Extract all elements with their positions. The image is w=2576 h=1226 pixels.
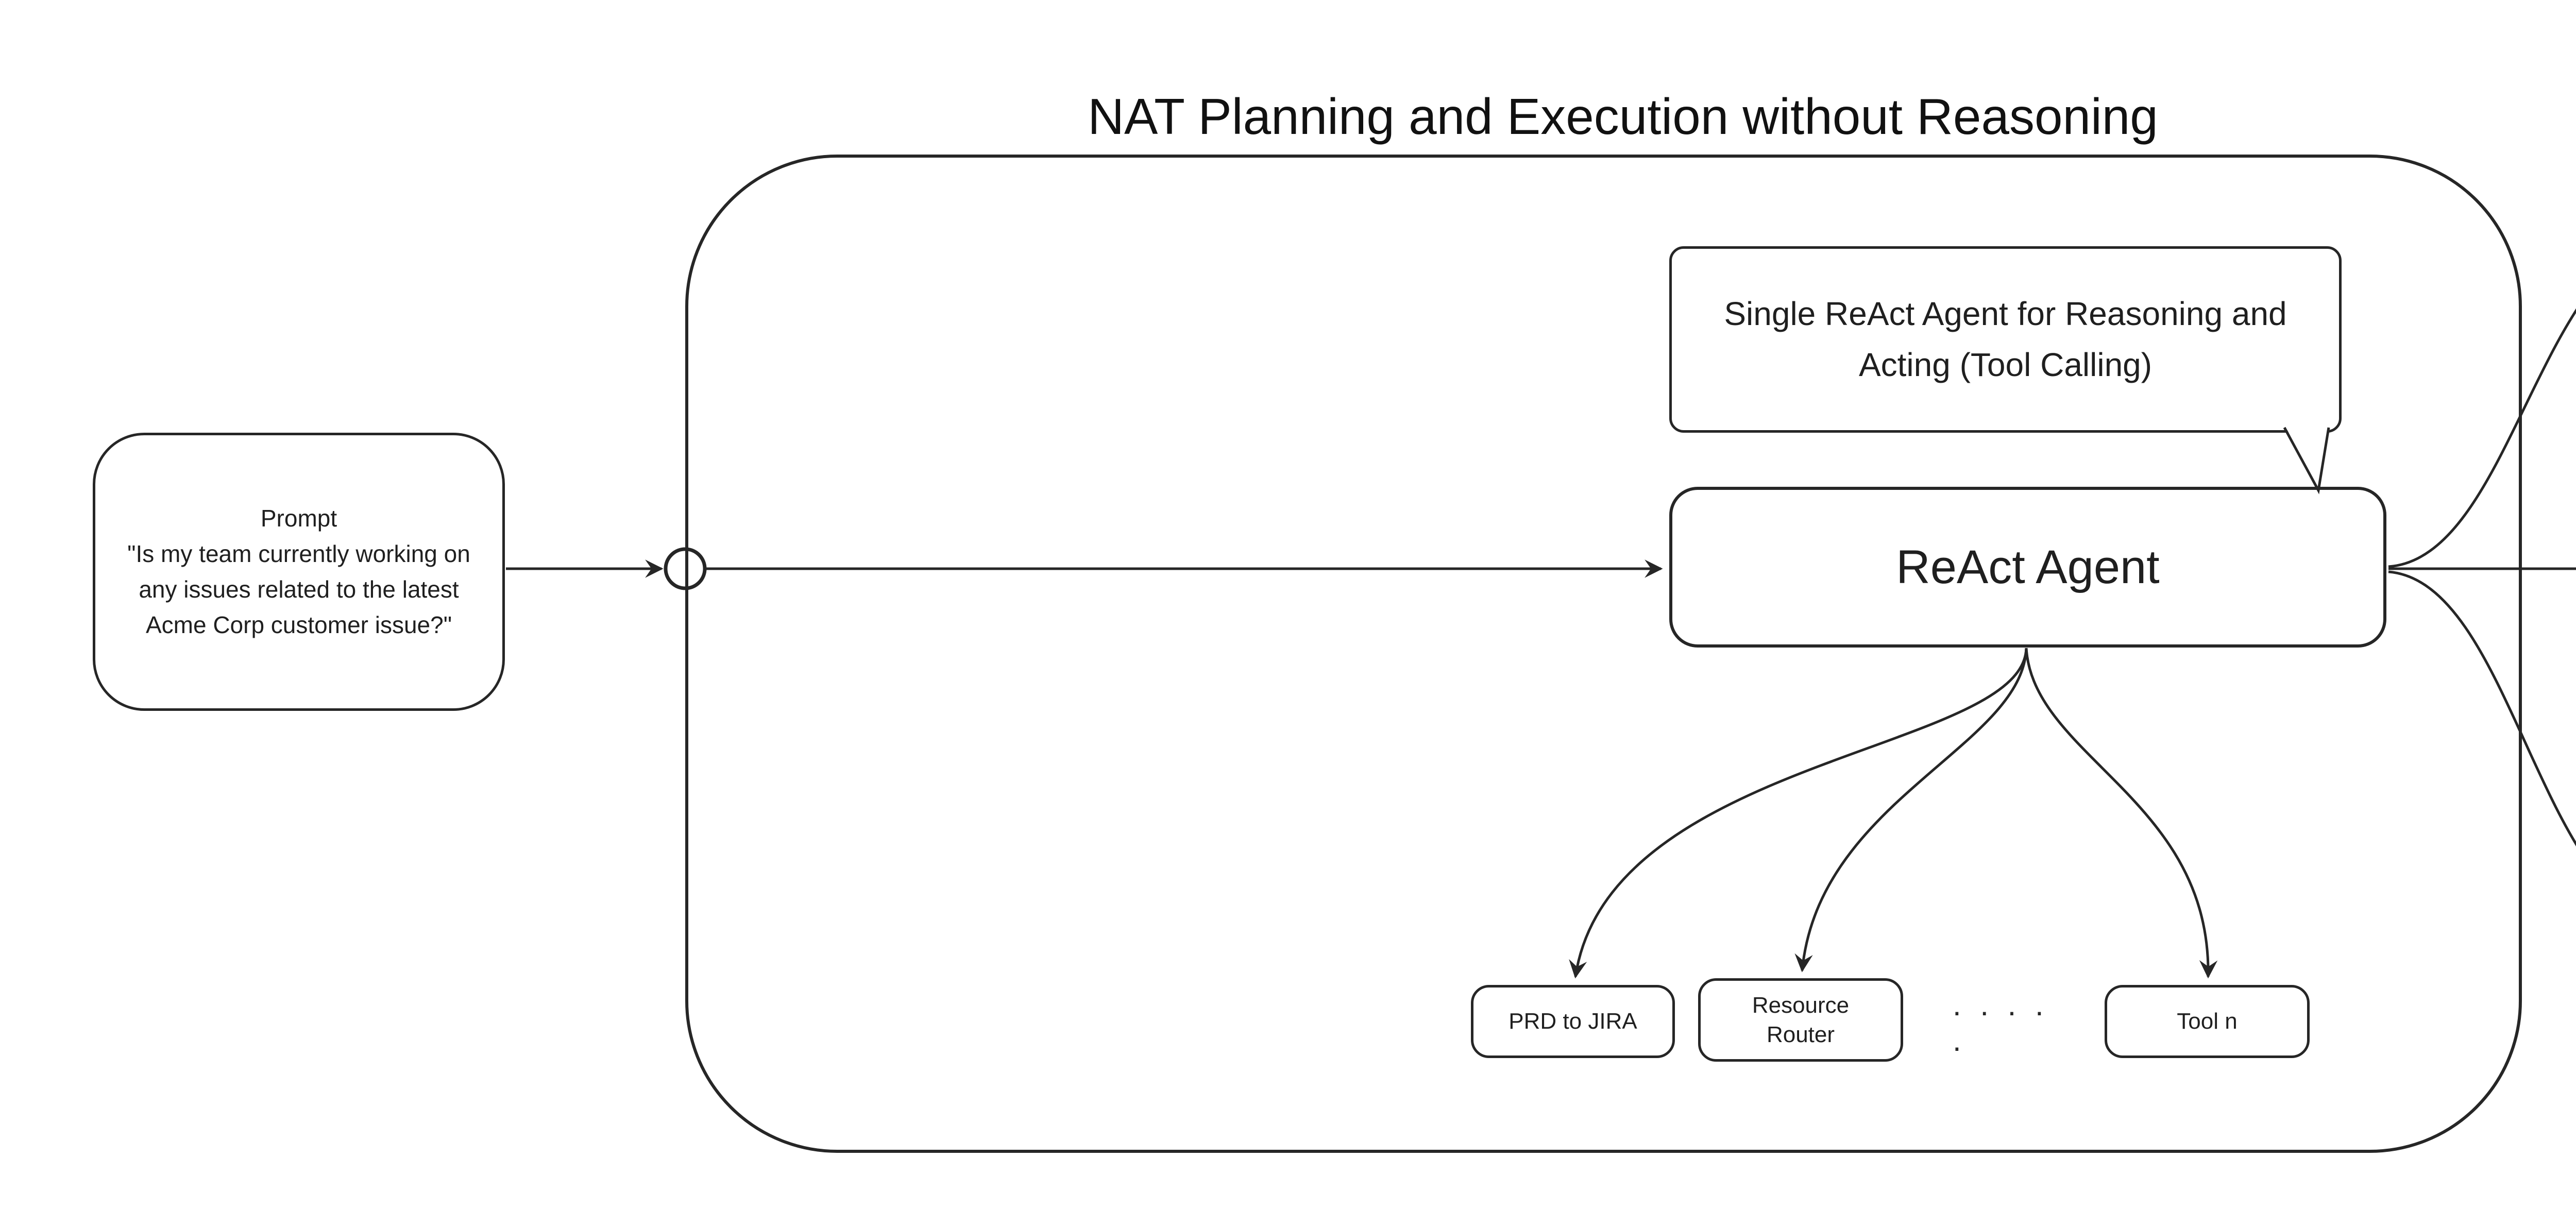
react-agent-box: ReAct Agent <box>1669 487 2386 648</box>
prompt-heading: Prompt <box>260 505 337 532</box>
tool-label: PRD to JIRA <box>1509 1009 1637 1034</box>
tool-label: Tool n <box>2177 1009 2238 1034</box>
react-agent-label: ReAct Agent <box>1896 540 2160 593</box>
prompt-quote: "Is my team currently working on any iss… <box>127 540 470 638</box>
prompt-box: Prompt "Is my team currently working on … <box>93 433 505 711</box>
tool-box-prd-to-jira: PRD to JIRA <box>1471 985 1675 1058</box>
tool-box-tool-n: Tool n <box>2105 985 2310 1058</box>
callout-label: Single ReAct Agent for Reasoning and Act… <box>1724 295 2287 383</box>
callout-bubble: Single ReAct Agent for Reasoning and Act… <box>1669 246 2342 433</box>
page-title: NAT Planning and Execution without Reaso… <box>1088 88 2158 145</box>
tool-box-resource-router: Resource Router <box>1698 978 1903 1062</box>
tools-ellipsis: . . . . . <box>1953 987 2049 1058</box>
tool-label: Resource Router <box>1752 992 1850 1047</box>
